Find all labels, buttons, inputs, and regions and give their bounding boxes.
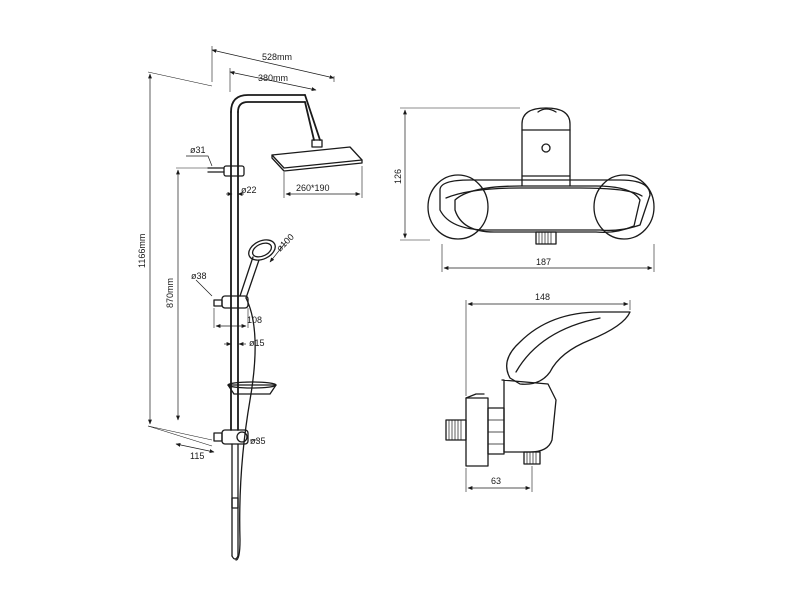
mixer-side-view	[445, 311, 631, 467]
mixer-front-view	[427, 107, 655, 245]
dim-label-22: ø22	[241, 185, 257, 195]
dim-label-1166: 1166mm	[137, 234, 147, 268]
dim-label-126: 126	[393, 169, 403, 184]
dim-label-35: ø35	[250, 436, 266, 446]
shower-column-drawing	[207, 94, 363, 561]
shower-dimensions	[147, 46, 363, 454]
dim-label-15: ø15	[249, 338, 265, 348]
dim-label-870: 870mm	[165, 278, 175, 308]
dim-label-260x190: 260*190	[296, 183, 330, 193]
dim-label-148: 148	[535, 292, 550, 302]
dim-label-380: 380mm	[258, 73, 288, 83]
dim-label-108: 108	[247, 315, 262, 325]
dim-label-38: ø38	[191, 271, 207, 281]
dim-label-528: 528mm	[262, 52, 292, 62]
dim-label-63: 63	[491, 476, 501, 486]
side-dimensions	[465, 300, 631, 492]
dim-label-187: 187	[536, 257, 551, 267]
dim-label-31: ø31	[190, 145, 206, 155]
front-dimensions	[400, 107, 655, 272]
dim-label-100: ø100	[274, 232, 296, 254]
dim-label-115: 115	[190, 451, 204, 461]
